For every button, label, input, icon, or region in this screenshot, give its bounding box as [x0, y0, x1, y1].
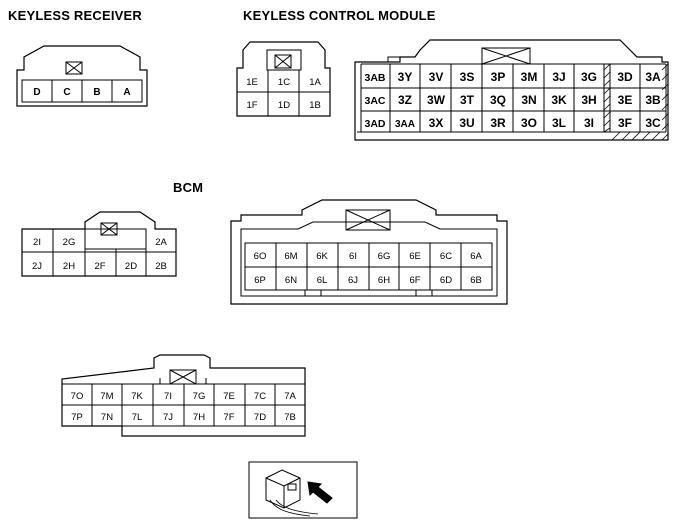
bcm-pin-6L: 6L: [317, 275, 328, 286]
bcm-pin-6C: 6C: [440, 251, 452, 262]
kcm-large-connector: 3AB 3Y 3V 3S 3P 3M 3J 3G 3D 3A 3AC 3Z 3W…: [354, 39, 669, 141]
bcm-pin-7O: 7O: [71, 391, 84, 402]
bcm-pin-6E: 6E: [409, 251, 421, 262]
kcm-pin-3V: 3V: [429, 70, 444, 84]
bcm-pin-6N: 6N: [285, 275, 297, 286]
bcm-pin-2A: 2A: [155, 237, 167, 248]
bcm-pin-2I: 2I: [33, 237, 41, 248]
kcm-pin-3AA: 3AA: [395, 119, 415, 130]
bcm-pin-6A: 6A: [470, 251, 482, 262]
bcm-pin-7M: 7M: [100, 391, 113, 402]
bcm-pin-7F: 7F: [223, 412, 234, 423]
bcm-pin-7P: 7P: [71, 412, 83, 423]
bcm-pin-7A: 7A: [284, 391, 296, 402]
bcm-pin-7G: 7G: [193, 391, 206, 402]
bcm-pin-2D: 2D: [125, 261, 137, 272]
kcm-pin-3AC: 3AC: [364, 95, 385, 107]
bcm-pin-6M: 6M: [284, 251, 297, 262]
receiver-pin-D: D: [33, 87, 40, 98]
kcm-pin-3B: 3B: [645, 93, 661, 107]
kcm-pin-3G: 3G: [581, 70, 597, 84]
kcm-pin-3F: 3F: [618, 116, 632, 130]
kcm-pin-3X: 3X: [429, 116, 444, 130]
bcm-7-connector: 7O 7M 7K 7I 7G 7E 7C 7A 7P 7N 7L 7J 7H 7…: [61, 354, 306, 437]
harness-side-view-icon: [248, 461, 358, 519]
bcm-pin-6D: 6D: [440, 275, 452, 286]
bcm-pin-7N: 7N: [101, 412, 113, 423]
bcm-pin-2B: 2B: [155, 261, 167, 272]
bcm-pin-2F: 2F: [94, 261, 105, 272]
kcm-pin-3Q: 3Q: [490, 93, 506, 107]
bcm-pin-7H: 7H: [193, 412, 205, 423]
keyless-receiver-connector: D C B A: [16, 45, 148, 107]
kcm-pin-1D: 1D: [278, 100, 290, 111]
bcm-pin-7I: 7I: [164, 391, 172, 402]
receiver-pin-C: C: [63, 87, 70, 98]
bcm-pin-7K: 7K: [131, 391, 143, 402]
bcm-pin-7E: 7E: [223, 391, 235, 402]
kcm-pin-1C: 1C: [278, 77, 290, 88]
receiver-pin-B: B: [93, 87, 100, 98]
kcm-pin-3N: 3N: [521, 93, 536, 107]
bcm-6-connector: 6O 6M 6K 6I 6G 6E 6C 6A 6P 6N 6L 6J 6H 6…: [230, 199, 508, 305]
kcm-pin-3I: 3I: [584, 116, 594, 130]
bcm-pin-6K: 6K: [316, 251, 328, 262]
kcm-pin-3D: 3D: [617, 70, 633, 84]
kcm-pin-1B: 1B: [309, 100, 321, 111]
kcm-pin-3E: 3E: [618, 93, 633, 107]
bcm-pin-6B: 6B: [470, 275, 482, 286]
kcm-pin-3S: 3S: [460, 70, 475, 84]
kcm-pin-3A: 3A: [645, 70, 661, 84]
bcm-pin-2J: 2J: [32, 261, 42, 272]
keyless-control-module-title: KEYLESS CONTROL MODULE: [243, 8, 436, 23]
kcm-pin-3Z: 3Z: [398, 93, 412, 107]
kcm-pin-3H: 3H: [581, 93, 596, 107]
kcm-pin-3M: 3M: [521, 70, 538, 84]
bcm-pin-6G: 6G: [378, 251, 391, 262]
kcm-pin-3AD: 3AD: [364, 118, 385, 130]
bcm-title: BCM: [173, 180, 204, 195]
bcm-pin-2H: 2H: [63, 261, 75, 272]
kcm-pin-1E: 1E: [246, 77, 258, 88]
bcm-pin-6I: 6I: [349, 251, 357, 262]
kcm-pin-3K: 3K: [551, 93, 567, 107]
bcm-pin-6O: 6O: [254, 251, 267, 262]
kcm-pin-3O: 3O: [521, 116, 537, 130]
kcm-pin-3T: 3T: [460, 93, 475, 107]
kcm-pin-3U: 3U: [459, 116, 474, 130]
keyless-receiver-title: KEYLESS RECEIVER: [8, 8, 142, 23]
kcm-pin-3R: 3R: [490, 116, 506, 130]
kcm-pin-3C: 3C: [645, 116, 661, 130]
bcm-pin-2G: 2G: [63, 237, 76, 248]
bcm-pin-7L: 7L: [132, 412, 143, 423]
kcm-pin-3Y: 3Y: [398, 70, 413, 84]
kcm-pin-3AB: 3AB: [364, 72, 385, 84]
bcm-2-connector: 2I 2G 2A 2J 2H 2F 2D 2B: [21, 211, 177, 277]
kcm-pin-3W: 3W: [427, 93, 446, 107]
kcm-pin-1A: 1A: [309, 77, 321, 88]
bcm-pin-6H: 6H: [378, 275, 390, 286]
bcm-pin-7B: 7B: [284, 412, 296, 423]
receiver-pin-A: A: [123, 87, 130, 98]
bcm-pin-6J: 6J: [348, 275, 358, 286]
kcm-pin-3J: 3J: [552, 70, 565, 84]
bcm-pin-7J: 7J: [163, 412, 173, 423]
kcm-pin-3L: 3L: [552, 116, 566, 130]
kcm-pin-3P: 3P: [491, 70, 506, 84]
kcm-pin-1F: 1F: [246, 100, 257, 111]
bcm-pin-7D: 7D: [254, 412, 266, 423]
bcm-pin-6F: 6F: [409, 275, 420, 286]
bcm-pin-6P: 6P: [254, 275, 266, 286]
kcm-small-connector: 1E 1C 1A 1F 1D 1B: [236, 41, 331, 117]
bcm-pin-7C: 7C: [254, 391, 266, 402]
